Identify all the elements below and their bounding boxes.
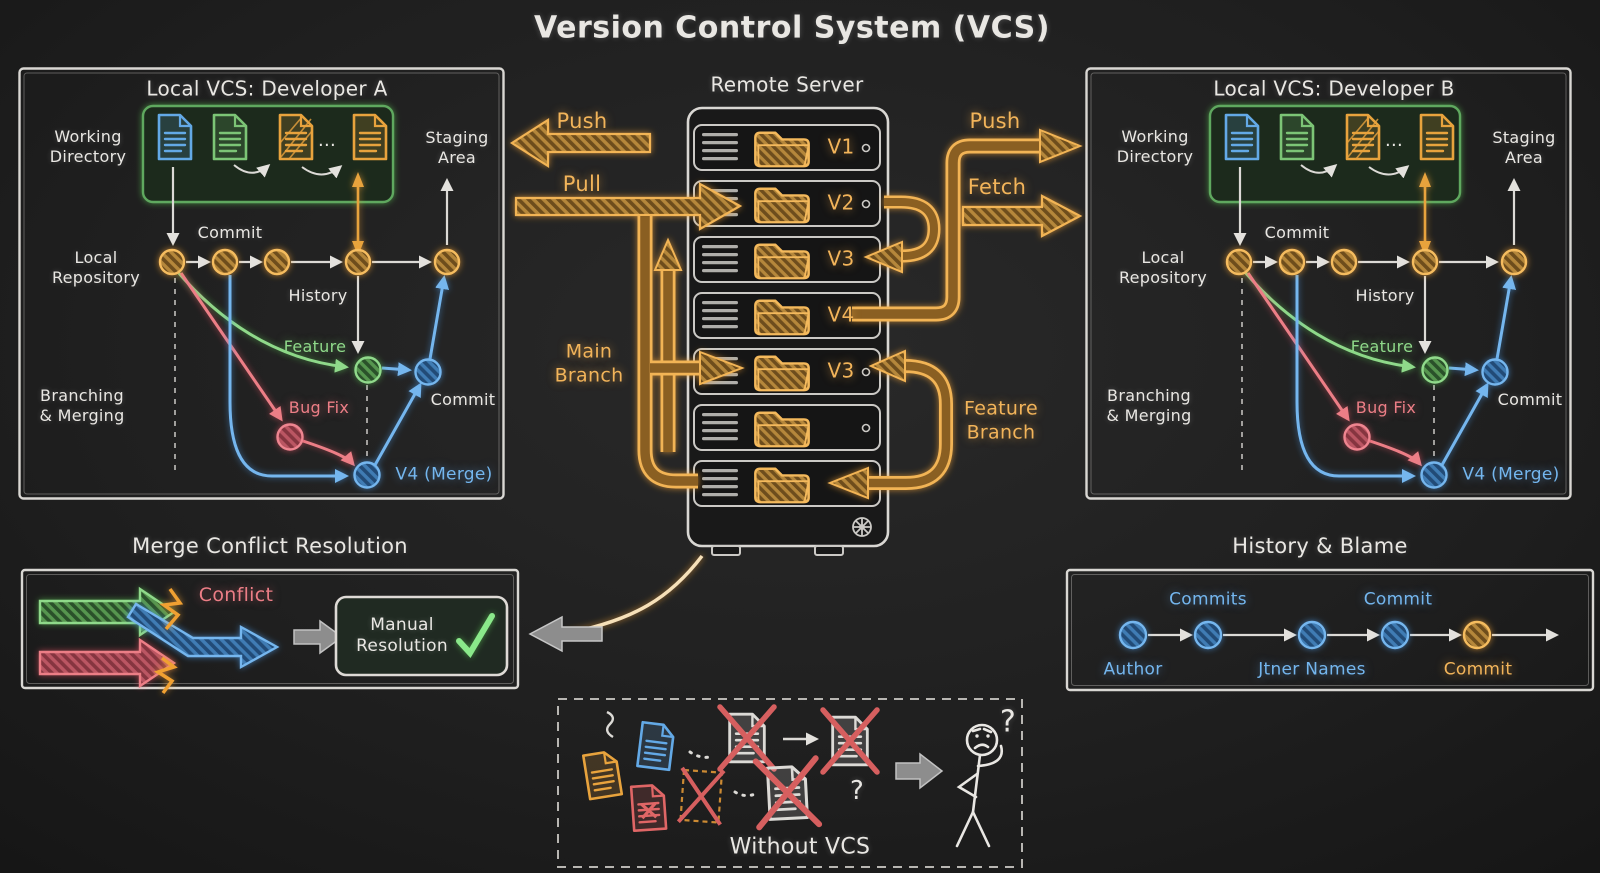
push-left-label: Push	[556, 108, 608, 133]
history-blame-title: History & Blame	[1232, 533, 1408, 558]
sync-arrows	[509, 117, 1083, 635]
server-foot	[814, 545, 844, 556]
middle-names-label: Jtner Names	[1258, 659, 1366, 680]
gray-arrow-to-merge-panel	[528, 615, 603, 653]
commit-label: Commit	[197, 223, 263, 242]
question-mark: ?	[999, 704, 1017, 740]
server-foot	[711, 545, 741, 556]
server-to-resolution-curve	[567, 554, 704, 635]
conflict-sparks	[153, 587, 184, 695]
gray-arrow-icon	[293, 619, 344, 655]
feature-label: Feature	[1350, 337, 1414, 356]
without-vcs-title: Without VCS	[729, 834, 871, 860]
document-icon-crossed	[820, 707, 880, 775]
dev-a-panel: Local VCS: Developer A Working Directory…	[18, 67, 505, 500]
staging-area-label: Staging Area	[425, 128, 489, 167]
bug-fix-label: Bug Fix	[288, 398, 350, 417]
branching-merging-label: Branching & Merging	[39, 386, 125, 425]
author-label: Author	[1103, 659, 1163, 680]
merge-label: V4 (Merge)	[1462, 464, 1560, 485]
history-blame-panel	[1065, 568, 1595, 692]
main-branch-label: Main Branch	[554, 340, 624, 386]
page-title: Version Control System (VCS)	[534, 10, 1050, 46]
conflict-label: Conflict	[198, 584, 274, 607]
slot-label-v4: V4	[827, 302, 855, 327]
check-icon	[456, 613, 495, 659]
ellipsis-label: ...	[317, 129, 337, 151]
manual-resolution-label: Manual Resolution	[356, 614, 448, 656]
bug-fix-label: Bug Fix	[1355, 398, 1417, 417]
feature-label: Feature	[283, 337, 347, 356]
dotted-trail	[688, 750, 716, 759]
manual-resolution-box	[334, 595, 509, 677]
fetch-label: Fetch	[967, 174, 1027, 199]
dev-b-panel: Local VCS: Developer B Working Directory…	[1085, 67, 1572, 500]
document-icon-crossed	[752, 755, 823, 831]
pull-label: Pull	[562, 171, 602, 196]
merge-conflict-panel	[20, 568, 520, 695]
slot-label-v2: V2	[827, 190, 855, 215]
v2-v3-loop	[863, 195, 941, 274]
branching-merging-label: Branching & Merging	[1106, 386, 1192, 425]
red-branch-arrow	[38, 637, 177, 689]
dev-a-title: Local VCS: Developer A	[146, 76, 388, 101]
main-branch-loop	[637, 216, 745, 489]
document-icon-orange	[581, 749, 624, 801]
dev-b-title: Local VCS: Developer B	[1213, 76, 1455, 101]
working-directory-label: Working Directory	[49, 127, 127, 166]
merge-label: V4 (Merge)	[395, 464, 493, 485]
pull-arrow	[514, 182, 743, 231]
merge-conflict-title: Merge Conflict Resolution	[132, 533, 408, 558]
squiggle-mark	[605, 710, 615, 739]
slot-label-v1: V1	[827, 134, 855, 159]
commit2-label: Commit	[430, 390, 496, 409]
working-directory-label: Working Directory	[1116, 127, 1194, 166]
document-icon-rejected	[629, 783, 668, 833]
document-icon-crossed	[717, 704, 777, 772]
commits-top-label: Commits	[1169, 589, 1247, 610]
blue-merged-arrow	[126, 602, 280, 670]
slot-label-v3b: V3	[827, 358, 855, 383]
commit2-label: Commit	[1497, 390, 1563, 409]
fan-icon	[852, 517, 872, 537]
feature-branch-loop	[827, 349, 953, 500]
blame-commit-nodes	[1118, 620, 1492, 650]
gray-arrow-icon	[895, 752, 944, 790]
commit-top-label: Commit	[1363, 589, 1433, 610]
local-repository-label: Local Repository	[1118, 248, 1208, 287]
remote-server-title: Remote Server	[710, 72, 864, 97]
local-repository-label: Local Repository	[51, 248, 141, 287]
dotted-trail	[733, 790, 757, 798]
without-vcs-panel	[557, 698, 1023, 868]
slot-label-v3: V3	[827, 246, 855, 271]
document-icon-blue	[636, 720, 676, 772]
question-mark: ?	[849, 775, 865, 806]
push-left-arrow	[509, 117, 652, 169]
push-right-label: Push	[969, 108, 1021, 133]
ellipsis-label: ...	[1384, 129, 1404, 151]
confused-stick-figure	[955, 723, 1004, 848]
commit-bottom-label: Commit	[1443, 659, 1513, 680]
commit-label: Commit	[1264, 223, 1330, 242]
history-label: History	[1355, 286, 1415, 305]
document-icon-dashed-crossed	[676, 766, 726, 826]
history-label: History	[288, 286, 348, 305]
fetch-arrow	[961, 194, 1083, 238]
staging-area-label: Staging Area	[1492, 128, 1556, 167]
feature-branch-label: Feature Branch	[964, 397, 1038, 443]
push-right-path	[852, 128, 1083, 322]
